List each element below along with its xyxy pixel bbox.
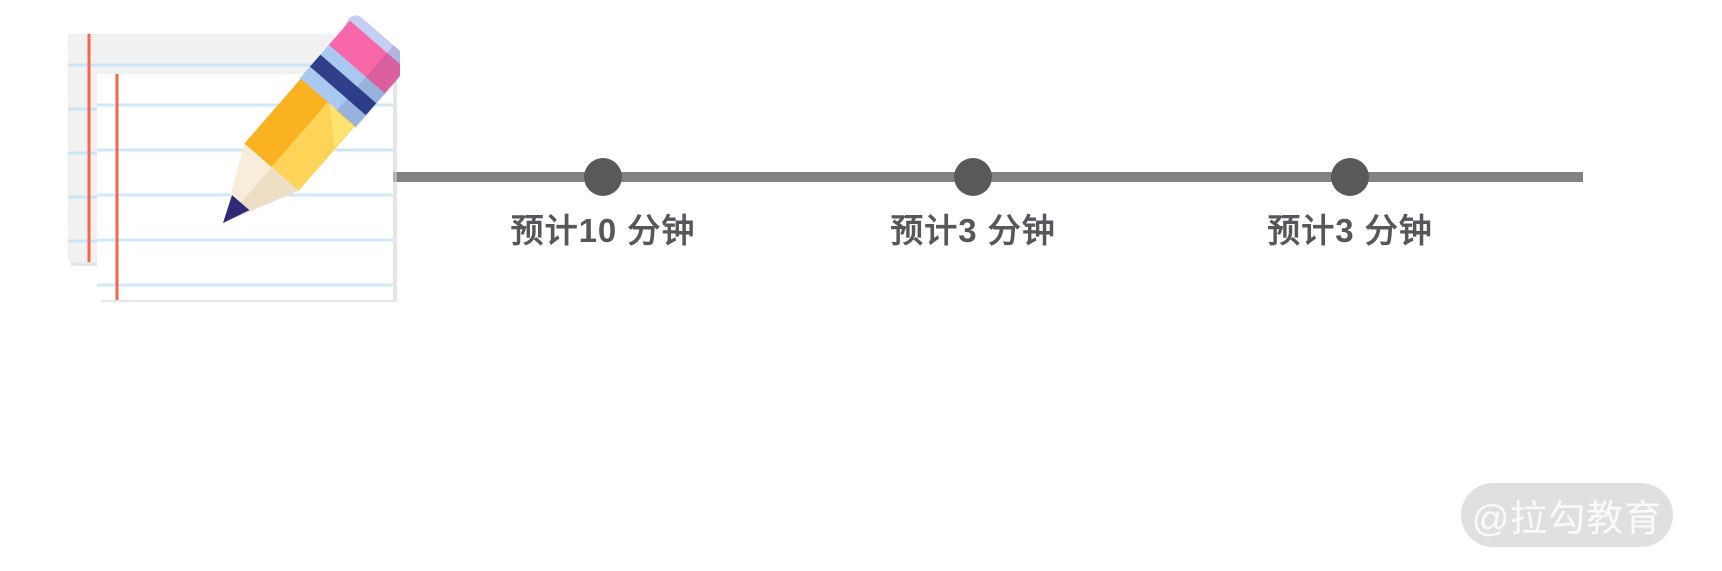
notepad-pencil-illustration (68, 15, 400, 302)
timeline-dot-3 (1331, 158, 1369, 196)
timeline-label-3: 预计3 分钟 (1267, 212, 1433, 249)
timeline-label-1: 预计10 分钟 (510, 212, 696, 249)
timeline-dot-2 (954, 158, 992, 196)
timeline-dot-1 (584, 158, 622, 196)
timeline-label-2: 预计3 分钟 (890, 212, 1056, 249)
pencil-icon (223, 15, 400, 223)
watermark-text: @拉勾教育 (1471, 498, 1663, 539)
watermark-badge: @拉勾教育 (1461, 483, 1673, 547)
